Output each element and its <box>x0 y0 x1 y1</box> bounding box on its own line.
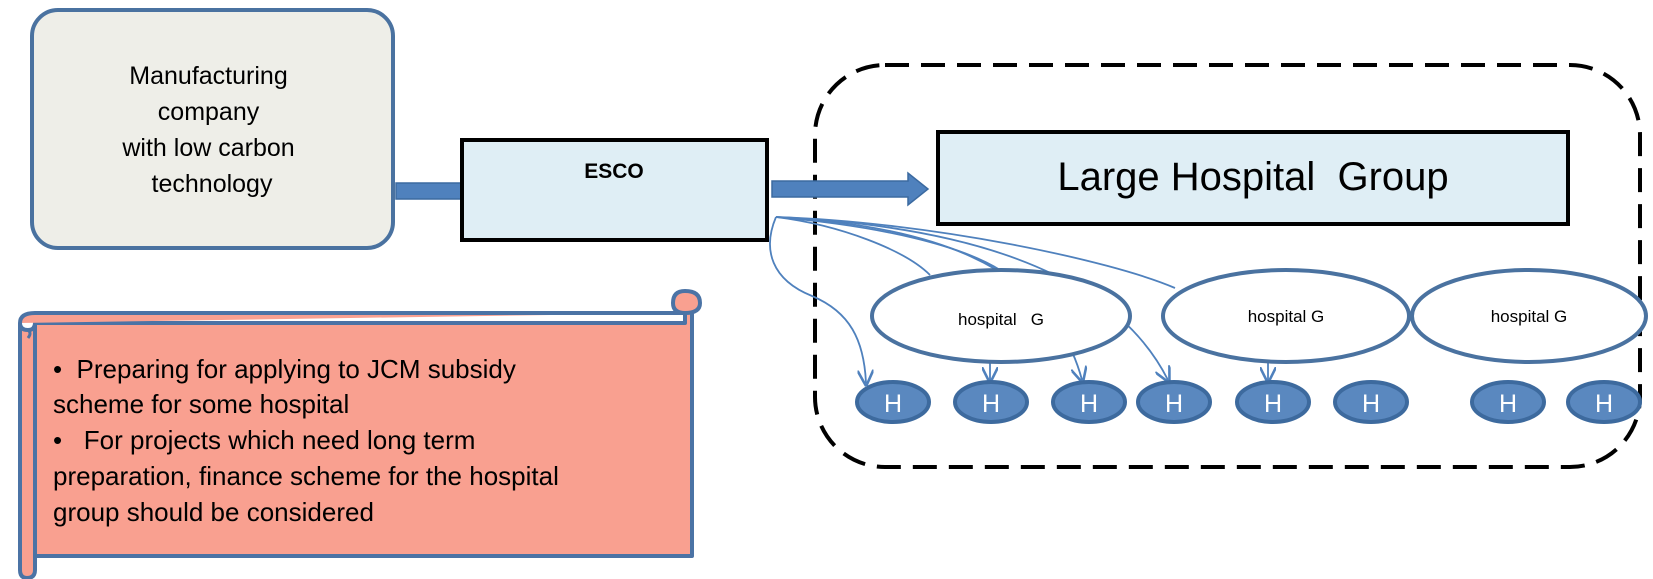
connector-to-hospital-g1 <box>775 216 931 276</box>
svg-text:H: H <box>1264 390 1282 418</box>
h-node: H <box>1136 380 1212 424</box>
connector-to-h1 <box>769 216 866 383</box>
scroll-note: • Preparing for applying to JCM subsidy … <box>18 288 703 579</box>
h-node: H <box>1333 380 1409 424</box>
manufacturer-box <box>30 8 395 250</box>
hospital-g-label: hospital G <box>958 310 1044 329</box>
scroll-top-roll <box>18 288 703 324</box>
connector-to-h4 <box>775 216 1168 380</box>
h-nodes: H H H H H H H H <box>855 380 1642 424</box>
svg-text:H: H <box>1165 390 1183 418</box>
h-node: H <box>855 380 931 424</box>
h-node: H <box>1235 380 1311 424</box>
hospital-g-node-2: hospital G <box>1161 268 1411 364</box>
svg-text:H: H <box>1362 390 1380 418</box>
h-node: H <box>1470 380 1546 424</box>
svg-text:H: H <box>1595 390 1613 418</box>
hospital-group-box <box>936 130 1570 226</box>
manufacturer-label: Manufacturing company with low carbon te… <box>121 62 301 198</box>
svg-text:H: H <box>1080 390 1098 418</box>
hospital-group-label: Large Hospital Group <box>1057 155 1448 199</box>
svg-text:H: H <box>1499 390 1517 418</box>
hospital-g-label: hospital G <box>1491 307 1568 326</box>
hospital-group-boundary <box>813 63 1642 469</box>
scroll-note-text: • Preparing for applying to JCM subsidy … <box>53 354 566 527</box>
hospital-g-node-3: hospital G <box>1410 268 1648 364</box>
esco-box <box>460 138 769 242</box>
hospital-g-label: hospital G <box>1248 307 1325 326</box>
svg-text:H: H <box>982 390 1000 418</box>
h-node: H <box>953 380 1029 424</box>
esco-label: ESCO <box>584 160 644 183</box>
esco-connectors <box>769 216 1268 383</box>
h-node: H <box>1566 380 1642 424</box>
connector-to-hospital-g1b <box>775 216 1001 271</box>
connector-to-hospital-g2 <box>775 216 1176 289</box>
scroll-left-roll <box>18 322 37 579</box>
hospital-g-node-1: hospital G <box>870 268 1132 364</box>
h-node: H <box>1051 380 1127 424</box>
arrow-esco-to-hospital-group <box>771 171 930 207</box>
svg-text:H: H <box>884 390 902 418</box>
